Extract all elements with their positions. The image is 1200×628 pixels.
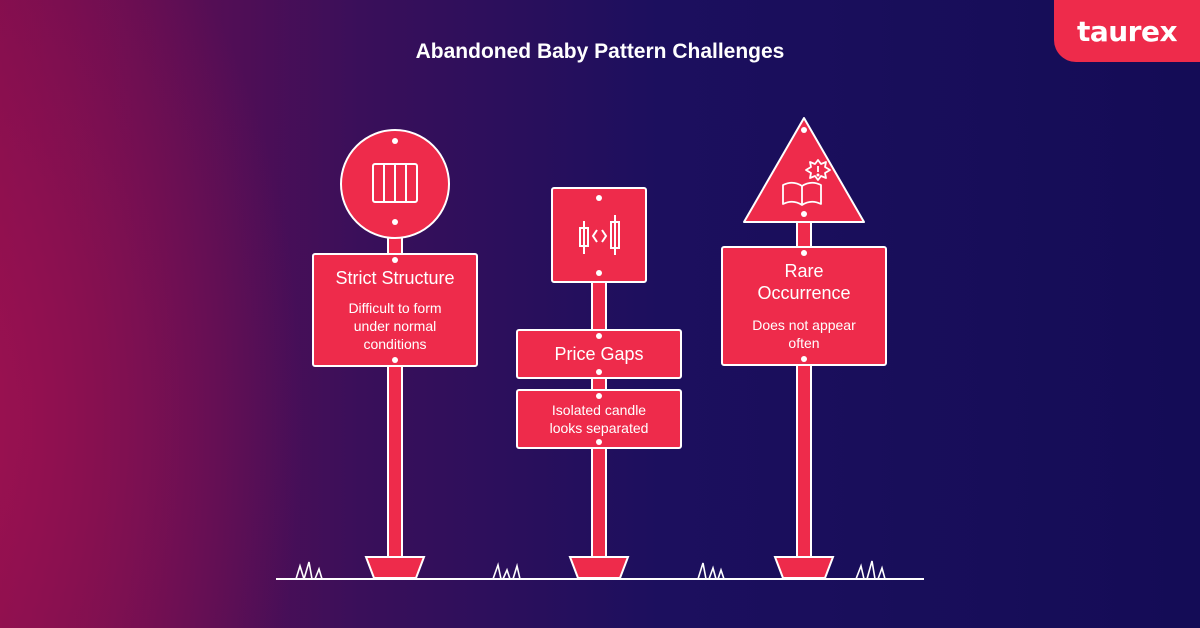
grass-tuft-4 — [855, 560, 886, 580]
post-base-2 — [568, 556, 630, 579]
sign-strict-structure: Strict Structure Difficult to form under… — [312, 253, 478, 367]
logo-text: taurex — [1076, 14, 1178, 48]
rivet — [801, 127, 807, 133]
sign-description: Difficult to form under normal condition… — [348, 300, 442, 352]
post-base-3 — [773, 556, 835, 579]
sign-description: Does not appear often — [752, 317, 856, 351]
rivet — [596, 393, 602, 399]
rivet — [596, 333, 602, 339]
grid-icon — [372, 163, 418, 203]
sign-title: Rare Occurrence — [757, 261, 851, 303]
sign-rare-occurrence: Rare Occurrence Does not appear often — [721, 246, 887, 366]
rivet — [596, 369, 602, 375]
rivet — [801, 356, 807, 362]
rivet — [596, 195, 602, 201]
grass-tuft-1 — [295, 561, 323, 580]
post-base-1 — [364, 556, 426, 579]
rivet — [801, 211, 807, 217]
book-warning-icon — [782, 159, 831, 206]
rivet — [392, 357, 398, 363]
triangle-sign — [743, 117, 865, 223]
rivet — [392, 219, 398, 225]
page-title: Abandoned Baby Pattern Challenges — [415, 40, 785, 63]
sign-title: Strict Structure — [335, 268, 455, 288]
sign-description: Isolated candle looks separated — [549, 402, 649, 436]
candlestick-gap-icon — [579, 215, 620, 255]
rivet — [801, 250, 807, 256]
sign-title: Price Gaps — [554, 344, 644, 364]
rivet — [392, 257, 398, 263]
rivet — [392, 138, 398, 144]
grass-tuft-3 — [697, 562, 725, 580]
square-sign — [551, 187, 647, 283]
rivet — [596, 439, 602, 445]
rivet — [596, 270, 602, 276]
brand-logo: taurex — [1054, 0, 1200, 62]
grass-tuft-2 — [492, 562, 521, 580]
